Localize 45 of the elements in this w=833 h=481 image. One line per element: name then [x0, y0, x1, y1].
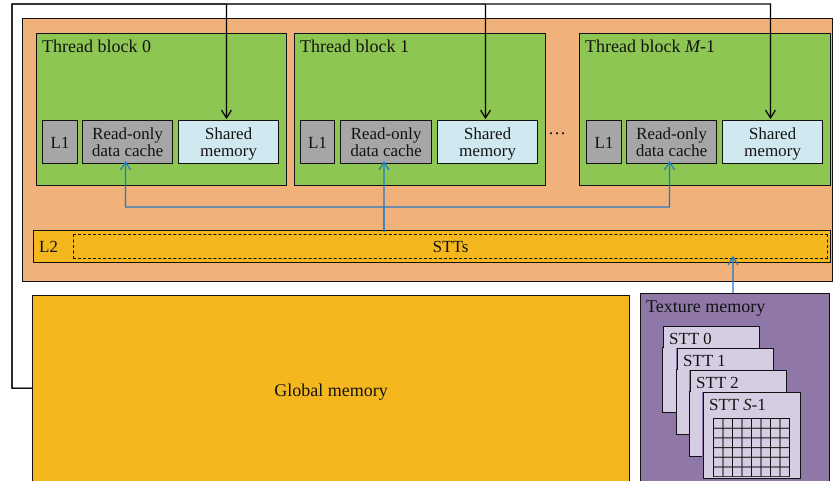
- texture-card: [677, 348, 774, 370]
- l2-cache-bar: [33, 230, 831, 263]
- box-label: Read-only data cache: [349, 125, 423, 159]
- box-label: STTs: [432, 238, 470, 255]
- texture-memory-panel: [640, 293, 830, 481]
- box-label: Read-only data cache: [634, 125, 708, 159]
- dashed-region: [73, 234, 828, 259]
- texture-card: [663, 326, 760, 348]
- box-label: Texture memory: [645, 295, 766, 315]
- thread-block-panel: [294, 33, 546, 186]
- texture-card: [690, 370, 787, 392]
- cache-box: [82, 120, 173, 164]
- cache-box: [626, 120, 717, 164]
- cache-box: [340, 120, 432, 164]
- box-label: L1: [50, 134, 70, 150]
- box-label: STT 0: [668, 328, 712, 347]
- texture-card: [703, 392, 801, 479]
- box-label: STT 1: [682, 350, 726, 369]
- memory-box: [722, 120, 823, 164]
- box-label: L2: [38, 238, 58, 255]
- memory-box: [437, 120, 538, 164]
- cache-box: [42, 120, 78, 164]
- box-label: Shared memory: [458, 125, 517, 159]
- box-label: STT S-1: [708, 394, 766, 413]
- memory-box: [178, 120, 279, 164]
- memory-block: [32, 295, 630, 481]
- ellipsis: …: [548, 118, 566, 139]
- connector-arrow: [727, 256, 739, 293]
- box-label: Thread block M-1: [584, 35, 715, 55]
- connector-arrow: [11, 3, 776, 389]
- box-label: Shared memory: [199, 125, 258, 159]
- box-label: Global memory: [273, 381, 389, 399]
- gpu-panel: [22, 18, 833, 282]
- box-label: L1: [594, 134, 614, 150]
- box-label: Thread block 1: [299, 35, 409, 55]
- box-label: Shared memory: [743, 125, 802, 159]
- box-label: Thread block 0: [41, 35, 151, 55]
- box-label: L1: [307, 134, 328, 150]
- cache-box: [586, 120, 622, 164]
- thread-block-panel: [579, 33, 831, 186]
- box-label: Read-only data cache: [90, 125, 164, 159]
- thread-block-panel: [36, 33, 287, 186]
- cache-box: [300, 120, 335, 164]
- box-label: STT 2: [695, 372, 739, 391]
- connector-arrow: [383, 161, 676, 232]
